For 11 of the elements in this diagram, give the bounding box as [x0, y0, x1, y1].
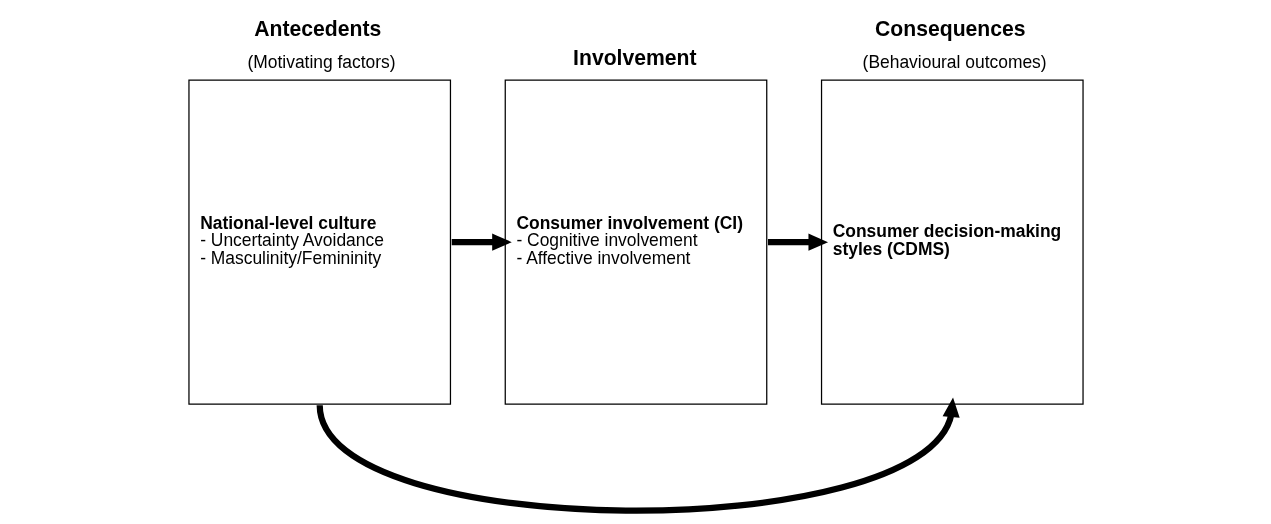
node-box: Consumer decision-making styles (CDMS) [820, 79, 1084, 405]
node-label: Antecedents [253, 17, 381, 41]
node-box: National-level culture - Uncertainty Avoidance - Masculinity/Femininity [187, 79, 451, 405]
node-label: (Motivating factors) [246, 52, 396, 73]
arrow [316, 397, 960, 514]
arrow [767, 233, 828, 251]
node-label: Involvement [572, 45, 697, 69]
arrow [451, 233, 512, 251]
node-box: Consumer involvement (CI) - Cognitive involvement - Affective involvement [504, 79, 767, 405]
node-label: (Behavioural outcomes) [862, 52, 1047, 73]
node-label: Consequences [874, 17, 1026, 41]
